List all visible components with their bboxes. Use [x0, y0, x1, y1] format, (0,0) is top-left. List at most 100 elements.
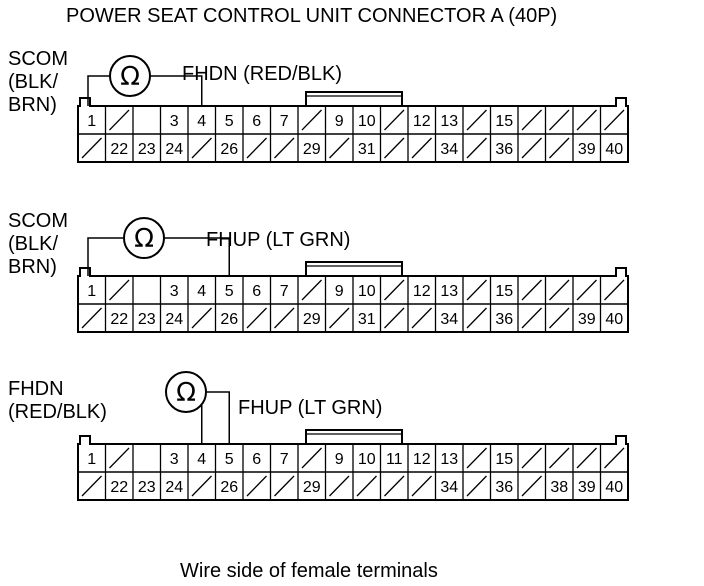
- unused-terminal-mark: [604, 447, 625, 469]
- terminal-34: 34: [440, 141, 458, 158]
- unused-terminal-mark: [384, 279, 405, 301]
- terminal-29: 29: [303, 479, 321, 496]
- unused-terminal-mark: [521, 109, 542, 131]
- terminal-3: 3: [170, 451, 179, 468]
- terminal-9: 9: [335, 451, 344, 468]
- left-wire-label: FHDN: [8, 378, 64, 400]
- terminal-9: 9: [335, 113, 344, 130]
- terminal-7: 7: [280, 283, 289, 300]
- unused-terminal-mark: [521, 447, 542, 469]
- unused-terminal-mark: [549, 307, 570, 329]
- terminal-1: 1: [87, 113, 96, 130]
- test-lead-right: [164, 237, 230, 276]
- left-wire-label: (BLK/: [8, 233, 58, 255]
- terminal-39: 39: [578, 479, 596, 496]
- ohm-symbol: Ω: [134, 224, 154, 254]
- terminal-22: 22: [110, 311, 128, 328]
- unused-terminal-mark: [109, 447, 130, 469]
- terminal-12: 12: [413, 451, 431, 468]
- left-wire-label: (BLK/: [8, 71, 58, 93]
- unused-terminal-mark: [384, 307, 405, 329]
- terminal-4: 4: [197, 113, 206, 130]
- unused-terminal-mark: [521, 279, 542, 301]
- terminal-10: 10: [358, 451, 376, 468]
- terminal-5: 5: [225, 113, 234, 130]
- terminal-34: 34: [440, 479, 458, 496]
- terminal-3: 3: [170, 283, 179, 300]
- terminal-10: 10: [358, 283, 376, 300]
- connector-housing: [77, 267, 629, 333]
- unused-terminal-mark: [576, 447, 597, 469]
- terminal-10: 10: [358, 113, 376, 130]
- terminal-40: 40: [605, 311, 623, 328]
- unused-terminal-mark: [466, 447, 487, 469]
- unused-terminal-mark: [521, 475, 542, 497]
- left-wire-label: BRN): [8, 256, 57, 278]
- unused-terminal-mark: [384, 475, 405, 497]
- terminal-4: 4: [197, 283, 206, 300]
- unused-terminal-mark: [274, 137, 295, 159]
- terminal-24: 24: [165, 141, 183, 158]
- unused-terminal-mark: [301, 109, 322, 131]
- ohmmeter-icon: [165, 371, 207, 413]
- unused-terminal-mark: [329, 137, 350, 159]
- test-lead-left: [87, 237, 124, 276]
- test-lead-left: [87, 75, 110, 106]
- unused-terminal-mark: [521, 307, 542, 329]
- terminal-23: 23: [138, 311, 156, 328]
- terminal-26: 26: [220, 479, 238, 496]
- lock-tab: [305, 91, 403, 106]
- ohmmeter-icon: [123, 217, 165, 259]
- unused-terminal-mark: [549, 279, 570, 301]
- unused-terminal-mark: [246, 137, 267, 159]
- connector-housing: [77, 435, 629, 501]
- unused-terminal-mark: [466, 475, 487, 497]
- terminal-9: 9: [335, 283, 344, 300]
- ohm-symbol: Ω: [120, 62, 140, 92]
- terminal-13: 13: [440, 451, 458, 468]
- unused-terminal-mark: [274, 475, 295, 497]
- unused-terminal-mark: [466, 279, 487, 301]
- unused-terminal-mark: [81, 475, 102, 497]
- unused-terminal-mark: [411, 307, 432, 329]
- test-lead-right: [150, 75, 203, 106]
- diagram-title: POWER SEAT CONTROL UNIT CONNECTOR A (40P…: [66, 5, 558, 27]
- unused-terminal-mark: [191, 475, 212, 497]
- unused-terminal-mark: [384, 137, 405, 159]
- terminal-6: 6: [252, 113, 261, 130]
- terminal-23: 23: [138, 141, 156, 158]
- terminal-12: 12: [413, 113, 431, 130]
- terminal-40: 40: [605, 141, 623, 158]
- terminal-5: 5: [225, 451, 234, 468]
- unused-terminal-mark: [549, 109, 570, 131]
- terminal-22: 22: [110, 479, 128, 496]
- terminal-36: 36: [495, 141, 513, 158]
- unused-terminal-mark: [356, 475, 377, 497]
- left-wire-label: SCOM: [8, 48, 68, 70]
- terminal-26: 26: [220, 141, 238, 158]
- terminal-31: 31: [358, 311, 376, 328]
- terminal-13: 13: [440, 283, 458, 300]
- terminal-24: 24: [165, 311, 183, 328]
- right-wire-label: FHUP (LT GRN): [206, 229, 350, 251]
- diagram-caption: Wire side of female terminals: [180, 560, 438, 582]
- unused-terminal-mark: [329, 307, 350, 329]
- left-wire-label: BRN): [8, 94, 57, 116]
- terminal-15: 15: [495, 283, 513, 300]
- terminal-38: 38: [550, 479, 568, 496]
- unused-terminal-mark: [329, 475, 350, 497]
- terminal-1: 1: [87, 451, 96, 468]
- unused-terminal-mark: [191, 137, 212, 159]
- terminal-36: 36: [495, 311, 513, 328]
- unused-terminal-mark: [576, 279, 597, 301]
- terminal-40: 40: [605, 479, 623, 496]
- unused-terminal-mark: [604, 109, 625, 131]
- unused-terminal-mark: [81, 307, 102, 329]
- terminal-39: 39: [578, 141, 596, 158]
- terminal-7: 7: [280, 113, 289, 130]
- unused-terminal-mark: [549, 137, 570, 159]
- right-wire-label: FHDN (RED/BLK): [182, 63, 342, 85]
- unused-terminal-mark: [246, 307, 267, 329]
